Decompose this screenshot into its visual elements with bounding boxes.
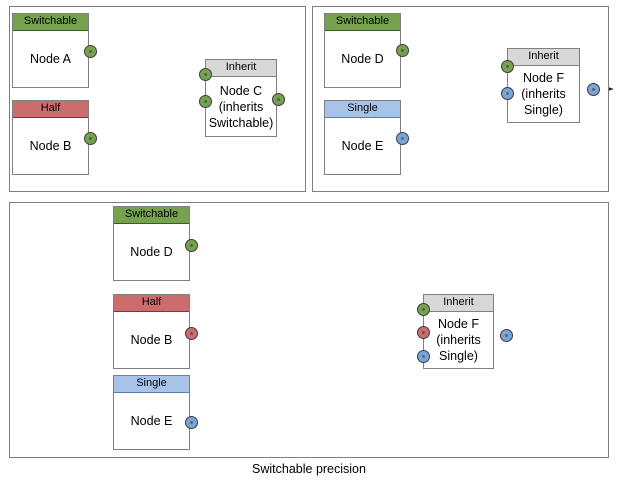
node-c-header: Inherit: [206, 60, 276, 77]
port-node-b-out[interactable]: [84, 132, 97, 145]
node-f-label-1: Node F: [523, 71, 564, 85]
node-f-bottom[interactable]: Inherit Node F (inherits Single): [423, 294, 494, 369]
port-node-f-out[interactable]: [587, 83, 600, 96]
panel-bottom: [9, 202, 609, 458]
port-node-f-bottom-in-2[interactable]: [417, 326, 430, 339]
node-b-bottom-header: Half: [114, 295, 189, 312]
node-f-bottom-label-1: Node F: [438, 317, 479, 331]
port-node-a-out[interactable]: [84, 45, 97, 58]
node-d-bottom-label: Node D: [130, 245, 173, 259]
node-d-header: Switchable: [325, 14, 400, 31]
node-b-body: Node B: [13, 118, 88, 174]
node-f-label-2: (inherits: [521, 87, 566, 101]
node-e-body: Node E: [325, 118, 400, 174]
node-f-bottom-label-2: (inherits: [436, 333, 481, 347]
port-node-e-bottom-out[interactable]: [185, 416, 198, 429]
node-d[interactable]: Switchable Node D: [324, 13, 401, 88]
port-node-f-bottom-out[interactable]: [500, 329, 513, 342]
port-node-f-bottom-in-1[interactable]: [417, 303, 430, 316]
node-d-bottom[interactable]: Switchable Node D: [113, 206, 190, 281]
node-a-body: Node A: [13, 31, 88, 87]
port-node-d-out[interactable]: [396, 44, 409, 57]
node-b-bottom-body: Node B: [114, 312, 189, 368]
node-d-label: Node D: [341, 52, 384, 66]
port-node-f-bottom-in-3[interactable]: [417, 350, 430, 363]
port-node-b-bottom-out[interactable]: [185, 327, 198, 340]
port-node-c-in-1[interactable]: [199, 68, 212, 81]
node-e-label: Node E: [341, 139, 384, 153]
node-a[interactable]: Switchable Node A: [12, 13, 89, 88]
node-e-bottom-label: Node E: [130, 414, 173, 428]
node-a-label: Node A: [29, 52, 71, 66]
node-a-header: Switchable: [13, 14, 88, 31]
node-e[interactable]: Single Node E: [324, 100, 401, 175]
port-node-e-out[interactable]: [396, 132, 409, 145]
node-c-label-3: Switchable): [208, 115, 274, 130]
node-b-bottom-label: Node B: [130, 333, 173, 347]
port-node-d-bottom-out[interactable]: [185, 239, 198, 252]
node-f-body: Node F (inherits Single): [508, 66, 579, 122]
node-f-bottom-header: Inherit: [424, 295, 493, 312]
node-d-bottom-header: Switchable: [114, 207, 189, 224]
node-e-bottom[interactable]: Single Node E: [113, 375, 190, 450]
node-f-bottom-body: Node F (inherits Single): [424, 312, 493, 368]
node-b-header: Half: [13, 101, 88, 118]
node-b-bottom[interactable]: Half Node B: [113, 294, 190, 369]
node-e-header: Single: [325, 101, 400, 118]
node-e-bottom-header: Single: [114, 376, 189, 393]
diagram-caption: Switchable precision: [252, 462, 366, 476]
node-e-bottom-body: Node E: [114, 393, 189, 449]
port-node-c-out[interactable]: [272, 93, 285, 106]
node-b-label: Node B: [29, 139, 72, 153]
node-b[interactable]: Half Node B: [12, 100, 89, 175]
node-d-body: Node D: [325, 31, 400, 87]
node-f-label-3: Single): [524, 103, 563, 117]
node-c[interactable]: Inherit Node C (inherits Switchable): [205, 59, 277, 137]
port-node-f-in-2[interactable]: [501, 87, 514, 100]
node-d-bottom-body: Node D: [114, 224, 189, 280]
node-f-bottom-label-3: Single): [439, 349, 478, 363]
node-f[interactable]: Inherit Node F (inherits Single): [507, 48, 580, 123]
node-c-label-1: Node C: [219, 83, 263, 98]
node-c-body: Node C (inherits Switchable): [206, 77, 276, 136]
port-node-f-in-1[interactable]: [501, 60, 514, 73]
port-node-c-in-2[interactable]: [199, 95, 212, 108]
node-f-header: Inherit: [508, 49, 579, 66]
node-c-label-2: (inherits: [218, 99, 264, 114]
